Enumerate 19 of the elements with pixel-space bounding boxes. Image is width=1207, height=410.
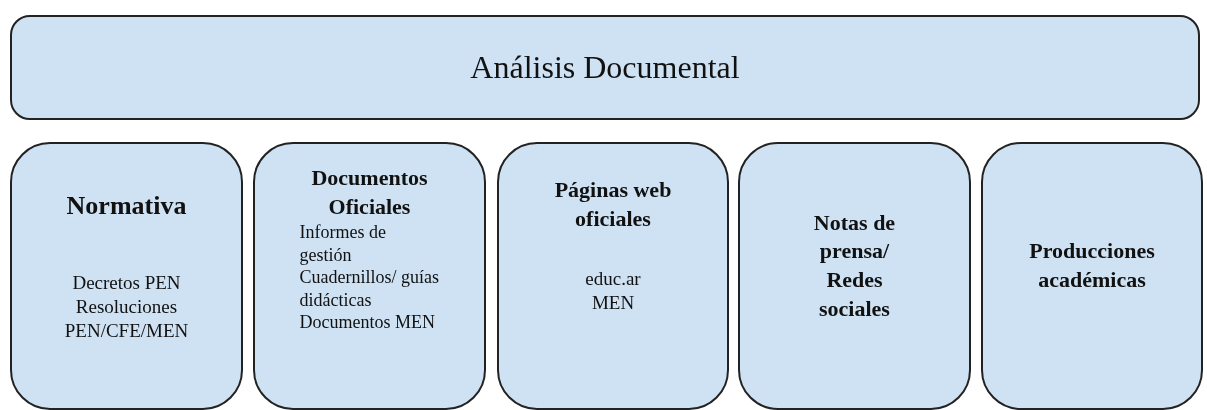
category-heading: Notas de prensa/ Redes sociales <box>812 208 897 323</box>
category-box <box>981 142 1203 410</box>
category-box <box>738 142 971 410</box>
source-item: Informes de gestión <box>299 221 387 267</box>
source-item: MEN <box>590 290 636 315</box>
category-heading: Páginas web oficiales <box>553 176 673 233</box>
source-item: Documentos MEN <box>299 311 436 334</box>
category-box <box>253 142 486 410</box>
heading-box <box>10 15 1200 120</box>
category-box <box>497 142 729 410</box>
source-item: Decretos PEN <box>71 271 182 295</box>
category-heading: Documentos Oficiales <box>310 164 429 221</box>
category-heading: Producciones académicas <box>1028 237 1156 294</box>
source-item: Cuadernillos/ guías didácticas <box>299 266 440 312</box>
heading-label: Análisis Documental <box>470 49 740 86</box>
category-heading: Normativa <box>65 190 188 223</box>
source-item: educ.ar <box>584 267 642 291</box>
source-item: Resoluciones PEN/CFE/MEN <box>63 295 190 343</box>
category-box <box>10 142 243 410</box>
